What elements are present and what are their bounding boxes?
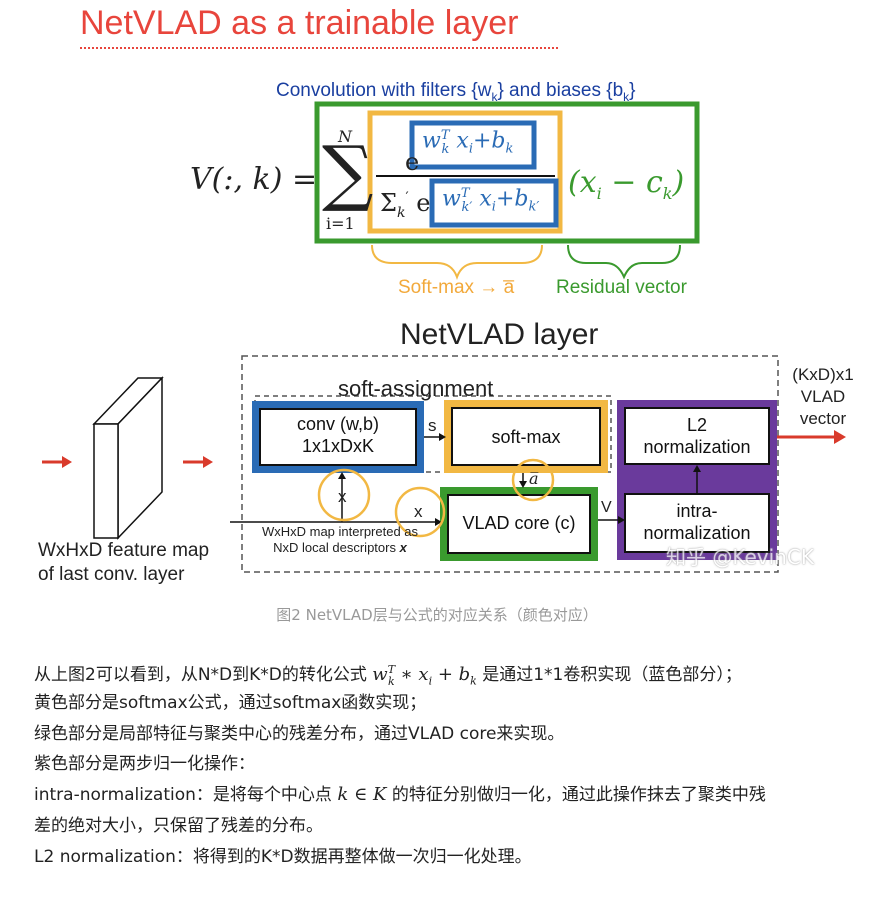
softmax-label: Soft-max → a̅ (398, 277, 515, 298)
s-label: s (428, 416, 437, 435)
netvlad-layer-region (241, 355, 779, 573)
map-interpretation-note: WxHxD map interpreted as NxD local descr… (245, 524, 435, 556)
l2-line2: normalization (643, 437, 751, 457)
intra-to-l2-head (693, 465, 701, 472)
x-to-vlad-head (435, 518, 442, 526)
input-arrow-head (62, 456, 72, 468)
soft-assignment-label: soft-assignment (338, 376, 494, 401)
paragraph-5: intra-normalization：是将每个中心点 k ∈ K 的特征分别做… (34, 784, 766, 805)
map-arrow-head (203, 456, 213, 468)
feature-map-label: WxHxD feature map of last conv. layer (38, 539, 209, 587)
conv-box-line1: conv (w,b) (296, 414, 380, 434)
a-highlight-circle (511, 458, 555, 502)
l2-line1: L2 (686, 415, 708, 435)
map-note-line2: NxD local descriptors x (273, 540, 407, 555)
feature-line2: of last conv. layer (38, 564, 185, 585)
v-arrow-head (618, 516, 625, 524)
paragraph-3: 绿色部分是局部特征与聚类中心的残差分布，通过VLAD core来实现。 (34, 724, 565, 744)
residual-vector-label: Residual vector (556, 277, 687, 298)
a-label: a̅ (529, 469, 539, 488)
inline-formula-conv: wTk ∗ xi + bk (372, 663, 477, 688)
output-line1: (KxD)x1 (792, 365, 854, 384)
feature-line1: WxHxD feature map (38, 540, 210, 561)
numerator-e: e (405, 148, 420, 176)
output-line3: vector (799, 409, 847, 428)
numerator-expression: wTk xi+bk (422, 128, 514, 157)
x-label-conv: x (338, 487, 347, 506)
intra-box-text: intra- normalization (625, 500, 769, 544)
green-formula-box (314, 101, 700, 244)
intra-line1: intra- (676, 501, 718, 521)
convolution-caption: Convolution with filters {wk} and biases… (276, 80, 636, 104)
paragraph-6: 差的绝对大小，只保留了残差的分布。 (34, 816, 323, 836)
paragraph-1: 从上图2可以看到，从N*D到K*D的转化公式 wTk ∗ xi + bk 是通过… (34, 663, 742, 688)
x-to-conv-head (338, 472, 346, 479)
intra-line2: normalization (643, 523, 751, 543)
output-line2: VLAD (800, 387, 846, 406)
l2-box-text: L2 normalization (625, 414, 769, 458)
yellow-formula-box (367, 110, 563, 234)
intra-box (624, 493, 770, 553)
x-highlight-circle-2 (394, 486, 446, 538)
denominator-expression: wTk′ xi+bk′ (442, 186, 540, 215)
paragraph-7: L2 normalization：将得到的K*D数据再整体做一次归一化处理。 (34, 847, 532, 867)
sum-lower-limit: i=1 (326, 214, 355, 233)
feature-map-front (93, 423, 119, 539)
vlad-core-text: VLAD core (c) (462, 513, 576, 533)
x-highlight-circle-1 (317, 468, 371, 522)
softmax-box-text: soft-max (491, 427, 561, 447)
slide-title: NetVLAD as a trainable layer (80, 4, 519, 42)
s-arrow-head (439, 433, 446, 441)
conv-box-text: conv (w,b) 1x1xDxK (260, 413, 416, 457)
softmax-box-inner (451, 407, 601, 466)
netvlad-layer-title: NetVLAD layer (400, 318, 599, 351)
formula-lhs: V(:, k) = (190, 162, 318, 197)
blue-numerator-box (409, 120, 537, 170)
title-spellcheck-underline (80, 44, 558, 49)
sum-upper-limit: N (338, 127, 352, 146)
paragraph-4: 紫色部分是两步归一化操作： (34, 754, 255, 774)
inline-formula-k-in-K: k ∈ K (337, 784, 387, 805)
conv-box-line2: 1x1xDxK (301, 436, 375, 456)
blue-denominator-box (429, 178, 559, 228)
sum-symbol: ∑ (322, 130, 374, 214)
residual-brace (567, 244, 681, 280)
softmax-brace (371, 244, 543, 280)
l2-box (624, 407, 770, 465)
conv-box-inner (259, 408, 417, 466)
a-arrow-head (519, 481, 527, 488)
paragraph-2: 黄色部分是softmax公式，通过softmax函数实现； (34, 693, 427, 713)
output-label: (KxD)x1 VLAD vector (783, 364, 863, 430)
figure-caption: 图2 NetVLAD层与公式的对应关系（颜色对应） (276, 606, 598, 624)
denominator-sum: Σk′ e (380, 189, 431, 221)
zhihu-watermark: 知乎 @KevinCK (666, 545, 814, 569)
x-label-vlad: x (414, 502, 423, 521)
map-note-line1: WxHxD map interpreted as (261, 524, 419, 539)
residual-expression: (xi − ck) (568, 165, 685, 203)
v-label: V (601, 499, 612, 516)
output-arrow-head (834, 430, 846, 444)
